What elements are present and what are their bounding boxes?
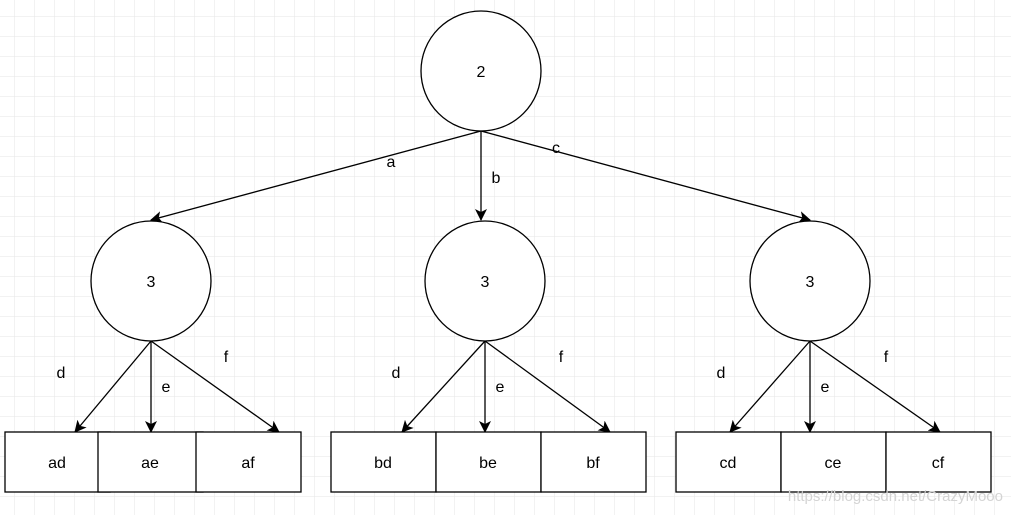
leaf-cd[interactable]: cd [675,431,782,493]
edge-c-f [809,340,941,433]
leaf-ae-label: ae [141,455,159,472]
leaf-cf-label: cf [932,455,945,472]
root-edge-b: b [475,131,501,221]
leaf-ad-label: ad [48,455,66,472]
leaf-cd-label: cd [720,455,737,472]
edge-label-a: a [387,154,396,171]
child-node-c[interactable]: 3 [749,220,871,342]
edge-label-a-e: e [162,379,171,396]
group-c: 3 d e f cd ce cf [675,220,992,493]
group-a: 3 d e f ad ae af [4,220,302,493]
leaf-ce[interactable]: ce [780,431,887,493]
root-node-label: 2 [477,64,486,81]
root-edge-a: a [150,130,482,223]
leaf-ce-label: ce [825,455,842,472]
edge-label-c-d: d [717,365,726,382]
leaf-af-label: af [241,455,255,472]
leaf-be-label: be [479,455,497,472]
leaf-af[interactable]: af [195,431,302,493]
child-node-c-label: 3 [806,274,815,291]
edge-label-b-d: d [392,365,401,382]
leaf-bd[interactable]: bd [330,431,437,493]
edge-a-f [150,340,280,433]
edge-b-f [484,340,611,433]
edge-label-c-f: f [884,349,889,366]
leaf-cf[interactable]: cf [885,431,992,493]
edge-label-b: b [492,170,501,187]
edge-label-b-f: f [559,349,564,366]
child-node-b-label: 3 [481,274,490,291]
leaf-bf[interactable]: bf [540,431,647,493]
leaf-bd-label: bd [374,455,392,472]
leaf-ad[interactable]: ad [4,431,111,493]
edge-label-c-e: e [821,379,830,396]
child-node-b[interactable]: 3 [424,220,546,342]
edge-label-a-f: f [224,349,229,366]
edge-label-a-d: d [57,365,66,382]
edge-c-d [729,340,811,433]
edge-b-d [401,340,486,433]
child-node-a[interactable]: 3 [90,220,212,342]
watermark: https://blog.csdn.net/CrazyMooo [788,488,1003,505]
leaf-ae[interactable]: ae [97,431,204,493]
root-edge-c: c [480,130,811,223]
child-node-a-label: 3 [147,274,156,291]
edge-label-c: c [552,140,560,157]
edge-label-b-e: e [496,379,505,396]
leaf-be[interactable]: be [435,431,542,493]
leaf-bf-label: bf [586,455,600,472]
edge-a-d [74,340,152,433]
group-b: 3 d e f bd be bf [330,220,647,493]
root-node[interactable]: 2 [420,10,542,132]
